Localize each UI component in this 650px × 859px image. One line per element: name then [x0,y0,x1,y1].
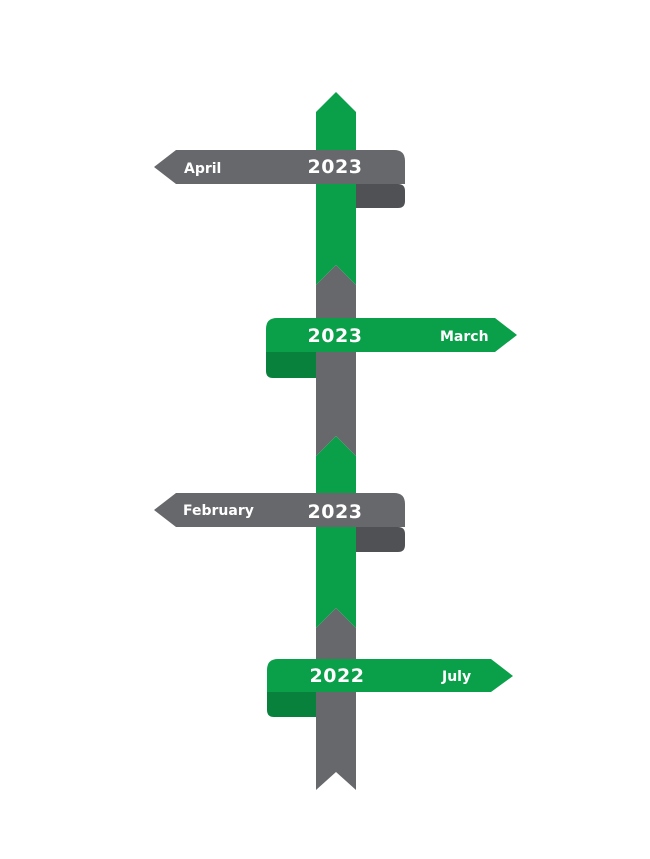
sign-2-year: 2023 [308,325,363,347]
sign-2-board [266,318,517,352]
sign-1-year: 2023 [308,156,363,178]
timeline-pole [316,92,356,790]
timeline-sign-3: February 2023 [154,493,405,552]
sign-4-month: July [441,669,471,685]
sign-3-year: 2023 [308,501,363,523]
sign-2-month: March [440,329,489,345]
sign-3-month: February [183,503,254,519]
sign-2-fold [266,352,316,378]
sign-3-board [154,493,405,527]
sign-3-fold [356,527,405,552]
sign-1-fold [356,184,405,208]
timeline-sign-1: April 2023 [154,150,405,208]
timeline-sign-4: 2022 July [267,659,513,717]
pole-segment-1 [316,92,356,285]
sign-4-fold [267,692,316,717]
sign-1-month: April [184,161,221,177]
pole-segment-3 [316,436,356,628]
pole-segment-4 [316,608,356,790]
sign-1-board [154,150,405,184]
timeline-sign-2: 2023 March [266,318,517,378]
sign-4-board [267,659,513,692]
pole-segment-2 [316,265,356,456]
sign-4-year: 2022 [310,665,365,687]
